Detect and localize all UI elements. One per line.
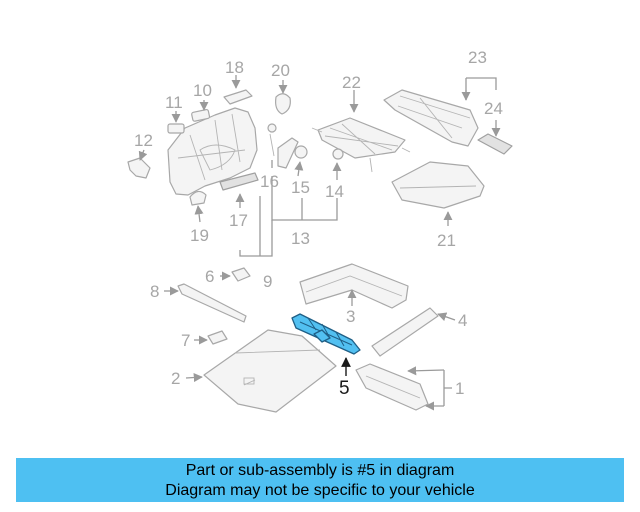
parts-diagram: 1 2 3 4 5 6 7 8 9 10 11 12 13 14 15 16 1… — [127, 48, 513, 413]
info-banner: Part or sub-assembly is #5 in diagram Di… — [16, 458, 624, 502]
callout-5: 5 — [339, 378, 350, 399]
part-3-trim — [299, 263, 409, 309]
callout-4: 4 — [458, 311, 467, 330]
part-19-knob — [189, 190, 207, 206]
part-21-floor-mat — [391, 161, 485, 209]
callout-11: 11 — [165, 93, 183, 112]
part-11-clip — [167, 123, 185, 134]
banner-line-part-number: Part or sub-assembly is #5 in diagram — [185, 462, 455, 479]
callout-23: 23 — [468, 48, 487, 67]
part-2-cargo-board — [203, 329, 337, 413]
part-10-clip — [191, 108, 211, 122]
part-8-rail — [177, 283, 247, 323]
part-14-hook — [332, 148, 344, 160]
part-20-hook — [275, 93, 291, 115]
leader-lines — [138, 75, 501, 411]
callout-24: 24 — [484, 99, 503, 118]
callout-10: 10 — [193, 81, 212, 100]
part-5-highlighted-trim — [291, 313, 361, 355]
part-17-lamp — [219, 172, 259, 191]
part-7-clip — [207, 330, 228, 345]
callout-13: 13 — [291, 229, 310, 248]
banner-line-disclaimer: Diagram may not be specific to your vehi… — [165, 482, 475, 499]
callout-21: 21 — [437, 231, 456, 250]
part-24-end-cap — [477, 133, 513, 155]
part-group-trim — [127, 89, 308, 206]
part-12-bracket — [127, 157, 151, 179]
callout-6: 6 — [205, 267, 214, 286]
callout-8: 8 — [150, 282, 159, 301]
part-16-trim — [277, 137, 299, 169]
callout-22: 22 — [342, 73, 361, 92]
part-15-grommet — [294, 145, 308, 159]
callout-labels: 1 2 3 4 5 6 7 8 9 10 11 12 13 14 15 16 1… — [134, 48, 503, 399]
part-22-cargo-frame — [311, 117, 411, 173]
callout-14: 14 — [325, 182, 344, 201]
part-18-cover — [223, 89, 253, 105]
callout-15: 15 — [291, 178, 310, 197]
callout-2: 2 — [171, 369, 180, 388]
callout-18: 18 — [225, 58, 244, 77]
callout-3: 3 — [346, 307, 355, 326]
callout-16: 16 — [260, 172, 279, 191]
callout-9: 9 — [263, 272, 272, 291]
part-4-sill-plate — [371, 307, 439, 357]
part-23-cover-roller — [383, 89, 479, 147]
callout-7: 7 — [181, 331, 190, 350]
part-6-clip — [231, 267, 251, 282]
callout-1: 1 — [455, 379, 464, 398]
callout-19: 19 — [190, 226, 209, 245]
callout-20: 20 — [271, 61, 290, 80]
callout-12: 12 — [134, 131, 153, 150]
callout-17: 17 — [229, 211, 248, 230]
